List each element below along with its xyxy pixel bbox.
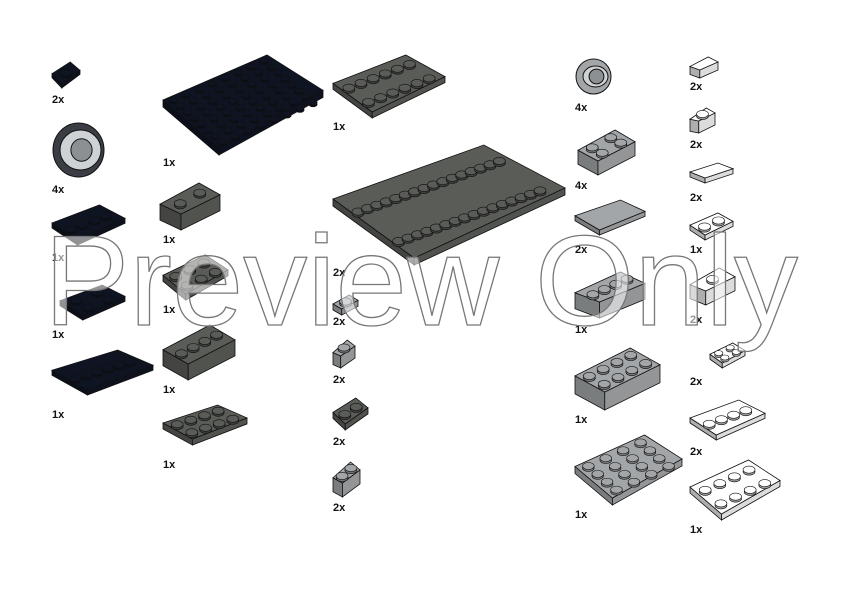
part-item [332, 54, 446, 119]
part-quantity: 1x [690, 524, 703, 536]
part-item [51, 204, 126, 246]
part-image [689, 459, 781, 521]
part-quantity: 2x [690, 139, 703, 151]
part-quantity: 1x [163, 234, 176, 246]
part-image [709, 342, 746, 369]
part-image [688, 107, 716, 134]
part-item [332, 339, 356, 369]
part-item [332, 461, 361, 498]
part-item [573, 271, 646, 319]
part-item [159, 182, 221, 231]
part-quantity: 1x [52, 329, 65, 341]
part-quantity: 1x [52, 252, 65, 264]
part-image [59, 284, 126, 321]
part-item [162, 254, 229, 301]
part-item [574, 434, 683, 506]
part-item [689, 212, 734, 241]
part-item [162, 54, 324, 156]
part-item [161, 404, 249, 446]
part-image [332, 144, 566, 266]
part-image [688, 162, 735, 184]
part-quantity: 2x [52, 94, 65, 106]
part-image [574, 434, 683, 506]
part-image [689, 399, 766, 441]
part-image [162, 324, 236, 381]
part-quantity: 1x [163, 304, 176, 316]
part-image [332, 294, 359, 316]
part-item [51, 61, 81, 90]
part-image [332, 397, 369, 431]
part-quantity: 1x [575, 509, 588, 521]
part-quantity: 2x [690, 446, 703, 458]
part-image [573, 271, 646, 319]
part-image [574, 199, 646, 236]
part-image [159, 182, 221, 231]
part-item [709, 342, 746, 369]
part-item [689, 267, 736, 306]
part-item [689, 459, 781, 521]
part-item [575, 58, 612, 95]
part-quantity: 2x [690, 192, 703, 204]
part-quantity: 1x [690, 244, 703, 256]
part-item [59, 284, 126, 321]
part-image [162, 254, 229, 301]
part-item [332, 144, 566, 266]
part-quantity: 2x [333, 267, 346, 279]
part-item [332, 397, 369, 431]
part-quantity: 2x [333, 436, 346, 448]
part-item [574, 199, 646, 236]
part-image [574, 347, 661, 411]
part-quantity: 2x [333, 374, 346, 386]
part-quantity: 2x [690, 314, 703, 326]
part-quantity: 2x [690, 376, 703, 388]
part-quantity: 1x [52, 409, 65, 421]
part-item [577, 129, 636, 176]
part-image [689, 56, 719, 79]
part-quantity: 2x [690, 81, 703, 93]
part-image [332, 339, 356, 369]
part-quantity: 1x [575, 414, 588, 426]
part-quantity: 2x [333, 502, 346, 514]
part-quantity: 2x [333, 316, 346, 328]
part-item [52, 122, 105, 178]
part-quantity: 1x [575, 324, 588, 336]
part-image [162, 54, 324, 156]
part-quantity: 1x [163, 384, 176, 396]
part-image [575, 58, 612, 95]
part-item [689, 399, 766, 441]
part-quantity: 1x [333, 121, 346, 133]
part-image [161, 404, 249, 446]
part-quantity: 4x [575, 102, 588, 114]
part-quantity: 4x [575, 180, 588, 192]
part-item [574, 347, 661, 411]
part-image [577, 129, 636, 176]
part-image [332, 54, 446, 119]
part-item [688, 162, 735, 184]
part-image [51, 61, 81, 90]
part-image [51, 204, 126, 246]
part-item [688, 107, 716, 134]
part-item [162, 324, 236, 381]
part-image [52, 122, 105, 178]
part-image [689, 267, 736, 306]
part-quantity: 2x [575, 244, 588, 256]
part-image [689, 212, 734, 241]
part-image [332, 461, 361, 498]
part-item [689, 56, 719, 79]
part-quantity: 1x [163, 157, 176, 169]
part-quantity: 1x [163, 459, 176, 471]
part-item [332, 294, 359, 316]
part-item [50, 349, 155, 396]
part-quantity: 4x [52, 184, 65, 196]
part-image [50, 349, 155, 396]
